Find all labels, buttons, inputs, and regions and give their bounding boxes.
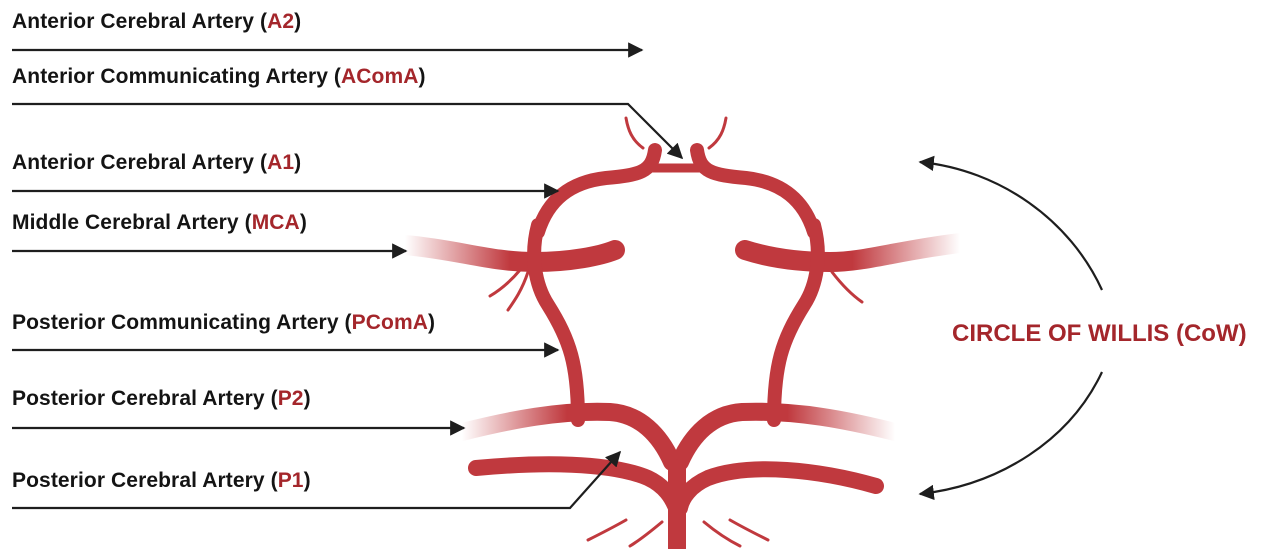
cow-arrow-top: [920, 162, 1102, 290]
label-a2-name: Anterior Cerebral Artery: [12, 10, 254, 33]
label-mca-abbr: MCA: [252, 211, 300, 234]
label-mca-name: Middle Cerebral Artery: [12, 211, 239, 234]
pointer-arrows: [12, 50, 1102, 508]
label-a2-abbr: A2: [267, 10, 294, 33]
left-p2-artery: [462, 412, 672, 462]
label-p2: Posterior Cerebral Artery (P2): [12, 387, 311, 411]
circle-of-willis-title: CIRCLE OF WILLIS (CoW): [952, 320, 1247, 348]
left-mca-artery: [405, 245, 615, 262]
cow-arrow-bottom: [920, 372, 1102, 494]
label-a1: Anterior Cerebral Artery (A1): [12, 151, 301, 175]
right-mca-artery: [745, 243, 960, 262]
label-pcoma-abbr: PComA: [352, 311, 428, 334]
label-p1: Posterior Cerebral Artery (P1): [12, 469, 311, 493]
label-acoma-name: Anterior Communicating Artery: [12, 65, 328, 88]
label-p2-abbr: P2: [278, 387, 304, 410]
right-a1-artery: [697, 150, 814, 232]
label-a2: Anterior Cerebral Artery (A2): [12, 10, 301, 34]
label-pcoma: Posterior Communicating Artery (PComA): [12, 311, 435, 335]
arrow-acoma: [12, 104, 682, 158]
arteries: [405, 34, 960, 548]
right-p2-artery: [680, 412, 895, 462]
right-p1-artery: [680, 469, 876, 508]
label-p2-name: Posterior Cerebral Artery: [12, 387, 265, 410]
label-pcoma-name: Posterior Communicating Artery: [12, 311, 339, 334]
label-acoma-abbr: AComA: [341, 65, 419, 88]
label-a1-abbr: A1: [267, 151, 294, 174]
label-p1-abbr: P1: [278, 469, 304, 492]
label-acoma: Anterior Communicating Artery (AComA): [12, 65, 426, 89]
label-p1-name: Posterior Cerebral Artery: [12, 469, 265, 492]
label-mca: Middle Cerebral Artery (MCA): [12, 211, 307, 235]
label-a1-name: Anterior Cerebral Artery: [12, 151, 254, 174]
